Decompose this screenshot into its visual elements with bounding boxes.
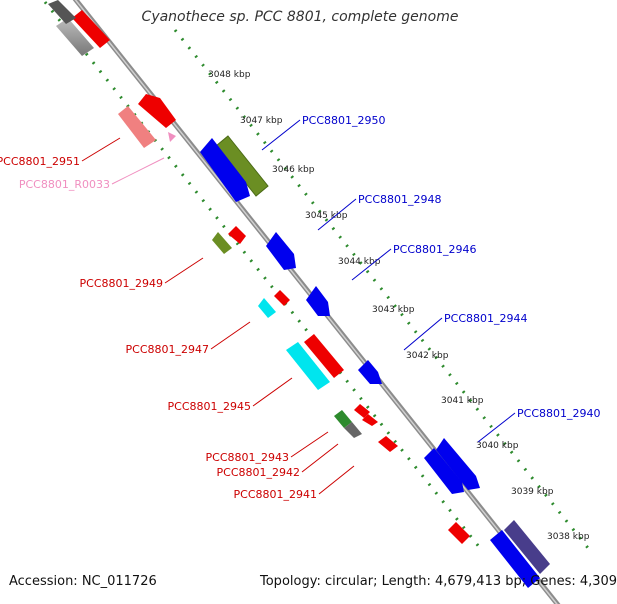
kbp-tick-label: 3039 kbp [511,487,554,497]
gene-leader-line [261,119,301,151]
gene-leader-line [477,412,516,443]
gene-arrow-2949[interactable] [228,226,246,244]
gene-arrow-R0033[interactable] [168,132,176,142]
genome-map: 3048 kbp 3047 kbp 3046 kbp 3045 kbp 3044 kbp… [0,0,600,604]
gene-label[interactable]: PCC8801_2951 [0,155,80,168]
gene-leader-line [351,248,392,281]
gene-arrow-2944[interactable] [358,360,382,384]
gene-label[interactable]: PCC8801_2948 [358,193,441,206]
gene-label[interactable]: PCC8801_2947 [126,343,209,356]
reverse-genes [48,0,470,544]
gene-arrow-2943-gray[interactable] [344,422,362,438]
gene-arrow-2939-b[interactable] [490,530,540,588]
gene-label[interactable]: PCC8801_2949 [80,277,163,290]
gene-label[interactable]: PCC8801_2946 [393,243,476,256]
accession-text: Accession: NC_011726 [9,574,157,589]
gene-label[interactable]: PCC8801_2941 [234,488,317,501]
gene-arrow-top-gray[interactable] [56,18,94,56]
gene-arrow-2939-a[interactable] [504,520,550,574]
gene-label[interactable]: PCC8801_2940 [517,407,600,420]
gene-arrow-2949-green[interactable] [212,232,232,254]
gene-leader-line [403,317,443,351]
gene-leader-line [210,321,251,350]
gene-arrow-2941[interactable] [378,436,398,452]
kbp-tick-label: 3038 kbp [547,532,590,542]
gene-arrow-2940-a[interactable] [436,438,480,490]
kbp-tick-label: 3040 kbp [476,441,519,451]
gene-label[interactable]: PCC8801_2942 [217,466,300,479]
gene-leader-line [317,198,357,231]
gene-arrow-2940-b[interactable] [424,448,464,494]
kbp-tick-label: 3045 kbp [305,211,348,221]
gene-arrow-2942[interactable] [354,404,370,418]
gene-leader-line [318,465,355,495]
kbp-tick-label: 3043 kbp [372,305,415,315]
forward-genes [200,135,550,588]
kbp-tick-label: 3047 kbp [240,116,283,126]
kbp-tick-label: 3044 kbp [338,257,381,267]
gene-arrow-2950-green[interactable] [215,135,269,197]
gene-leader-line [301,443,339,473]
gene-arrow-2947-cyan[interactable] [258,298,276,318]
gene-label[interactable]: PCC8801_2943 [206,451,289,464]
gene-arrow-2945[interactable] [304,334,344,378]
gene-arrow-2950[interactable] [200,138,250,202]
gene-leader-line [81,137,121,162]
kbp-tick-label: 3046 kbp [272,165,315,175]
genome-title: Cyanothece sp. PCC 8801, complete genome [141,9,459,25]
gene-arrow-2951-pink[interactable] [118,106,156,148]
outer-dotted-track [173,29,590,549]
gene-label[interactable]: PCC8801_2950 [302,114,385,127]
gene-leader-line [164,257,204,284]
kbp-tick-labels: 3048 kbp 3047 kbp 3046 kbp 3045 kbp 3044 kbp… [208,70,590,542]
gene-label[interactable]: PCC8801_R0033 [19,178,110,191]
gene-arrow-top-red[interactable] [72,10,110,48]
gene-arrow-top-dark[interactable] [48,0,76,24]
gene-arrow-bottom-red[interactable] [448,522,470,544]
gene-arrow-2948[interactable] [266,232,296,270]
gene-labels: PCC8801_2950PCC8801_2948PCC8801_2946PCC8… [0,114,600,501]
gene-arrow-2942-b[interactable] [362,414,378,426]
gene-arrow-2951[interactable] [138,94,176,128]
kbp-tick-label: 3041 kbp [441,396,484,406]
gene-arrow-2947[interactable] [274,290,290,306]
gene-label[interactable]: PCC8801_2944 [444,312,527,325]
kbp-tick-label: 3042 kbp [406,351,449,361]
gene-leader-line [252,377,293,407]
topology-text: Topology: circular; Length: 4,679,413 bp… [260,574,617,589]
gene-arrow-2946[interactable] [306,286,330,316]
gene-leader-line [111,157,165,185]
kbp-tick-label: 3048 kbp [208,70,251,80]
gene-arrow-2945-cyan[interactable] [286,342,330,390]
gene-leader-line [290,431,329,458]
gene-label[interactable]: PCC8801_2945 [168,400,251,413]
gene-arrow-2943[interactable] [334,410,352,428]
